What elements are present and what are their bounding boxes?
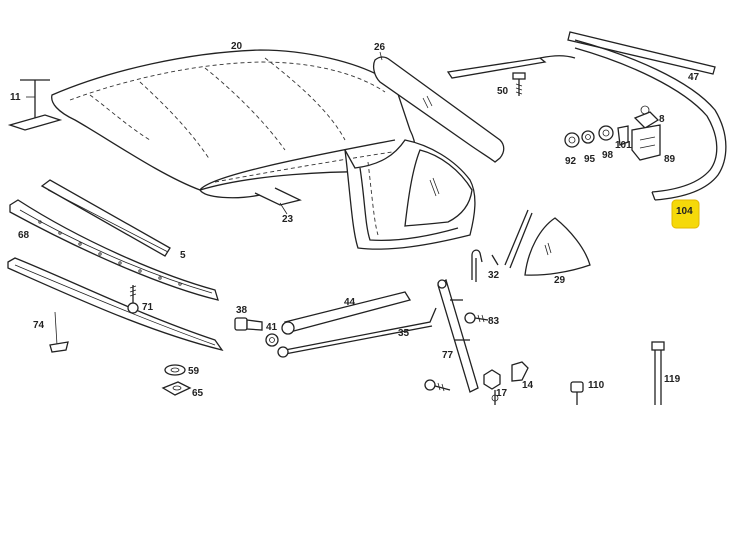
label-104: 104 — [676, 206, 693, 217]
label-14: 14 — [522, 380, 534, 391]
roof-seal-strip — [446, 31, 727, 201]
label-11: 11 — [10, 92, 21, 103]
front-bow-68 — [9, 199, 219, 301]
screw-83 — [464, 312, 489, 324]
label-59: 59 — [188, 366, 200, 377]
screw-71 — [127, 285, 139, 314]
label-44: 44 — [344, 297, 356, 308]
label-41: 41 — [266, 322, 278, 333]
label-47: 47 — [688, 72, 700, 83]
label-98: 98 — [602, 150, 614, 161]
label-29: 29 — [554, 275, 566, 286]
seal-44 — [281, 291, 412, 335]
nuts-14-17 — [483, 361, 529, 405]
label-74: 74 — [33, 320, 45, 331]
label-17: 17 — [496, 388, 508, 399]
label-26: 26 — [374, 42, 386, 53]
label-35: 35 — [398, 328, 410, 339]
label-101: 101 — [615, 140, 632, 151]
label-38: 38 — [236, 305, 248, 316]
rod-35 — [277, 307, 437, 358]
rear-window-glass — [373, 51, 505, 163]
rod-119 — [651, 341, 665, 405]
label-95: 95 — [584, 154, 596, 165]
part-11 — [7, 79, 63, 131]
highlight-104 — [671, 199, 700, 229]
label-119: 119 — [664, 374, 681, 385]
washer-41 — [265, 333, 279, 347]
label-92: 92 — [565, 156, 577, 167]
label-32: 32 — [488, 270, 500, 281]
clip-32 — [471, 249, 499, 282]
washers-59-65 — [161, 364, 192, 396]
label-110: 110 — [588, 380, 605, 391]
bolt-110 — [570, 381, 584, 405]
label-65: 65 — [192, 388, 204, 399]
label-77: 77 — [442, 350, 454, 361]
label-23: 23 — [282, 214, 294, 225]
label-68: 68 — [18, 230, 30, 241]
label-50: 50 — [497, 86, 509, 97]
frame-74 — [7, 257, 224, 353]
label-89: 89 — [664, 154, 676, 165]
soft-top-cover — [51, 49, 476, 250]
latch-hardware — [564, 105, 661, 161]
label-83: 83 — [488, 316, 500, 327]
screw-77-bottom — [424, 379, 451, 392]
quarter-glass-29 — [504, 209, 591, 276]
label-71: 71 — [142, 302, 154, 313]
windshield-rail-5 — [40, 179, 171, 257]
link-arm-77 — [437, 278, 479, 393]
label-5: 5 — [180, 250, 186, 261]
bolt-38 — [234, 317, 263, 331]
label-20: 20 — [231, 41, 243, 52]
label-8: 8 — [659, 114, 665, 125]
screw-50 — [512, 72, 526, 96]
